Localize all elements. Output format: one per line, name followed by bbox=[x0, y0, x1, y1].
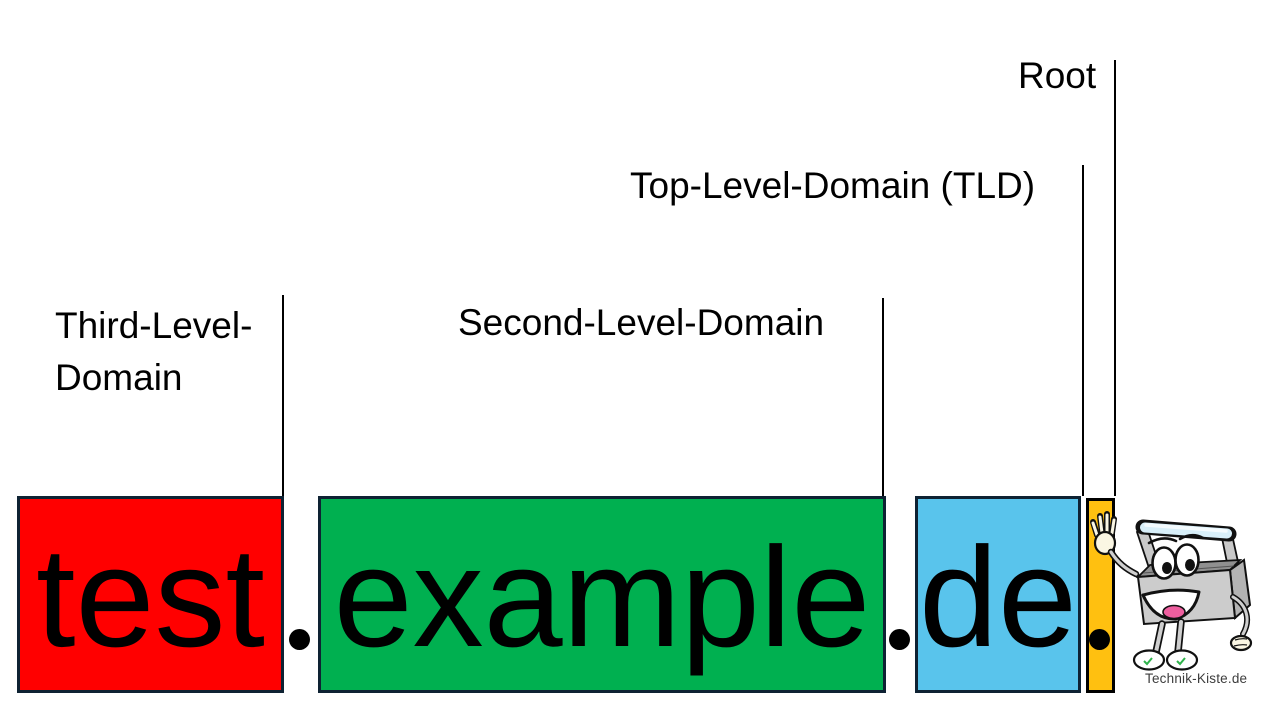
dot-separator-2 bbox=[889, 629, 910, 650]
top-level-domain-block bbox=[915, 496, 1081, 693]
second-level-domain-text: example bbox=[333, 518, 871, 677]
third-level-domain-block bbox=[17, 496, 284, 693]
second-level-domain-label: Second-Level-Domain bbox=[458, 302, 825, 343]
dot-separator-root bbox=[1089, 629, 1110, 650]
mascot-face-icon bbox=[1141, 533, 1205, 621]
dot-separator-1 bbox=[289, 629, 310, 650]
top-level-domain-label: Top-Level-Domain (TLD) bbox=[630, 165, 1036, 206]
third-level-pointer-line bbox=[282, 295, 284, 496]
top-level-pointer-line bbox=[1082, 165, 1084, 496]
mascot-waving-hand-icon bbox=[1090, 511, 1117, 556]
root-label: Root bbox=[1018, 55, 1097, 96]
third-level-domain-label-line2: Domain bbox=[55, 357, 183, 398]
mascot-right-hand-icon bbox=[1229, 634, 1253, 652]
second-level-domain-block bbox=[318, 496, 886, 693]
mascot-legs-icon bbox=[1132, 618, 1199, 671]
toolbox-mascot-icon bbox=[1090, 511, 1253, 671]
top-level-domain-text: de bbox=[919, 518, 1077, 677]
second-level-pointer-line bbox=[882, 298, 884, 496]
watermark-caption: Technik-Kiste.de bbox=[1145, 671, 1248, 686]
root-pointer-line bbox=[1114, 60, 1116, 496]
third-level-domain-label-line1: Third-Level- bbox=[55, 305, 253, 346]
third-level-domain-text: test bbox=[36, 518, 265, 677]
third-level-domain-label: Third-Level- Domain bbox=[55, 300, 252, 404]
